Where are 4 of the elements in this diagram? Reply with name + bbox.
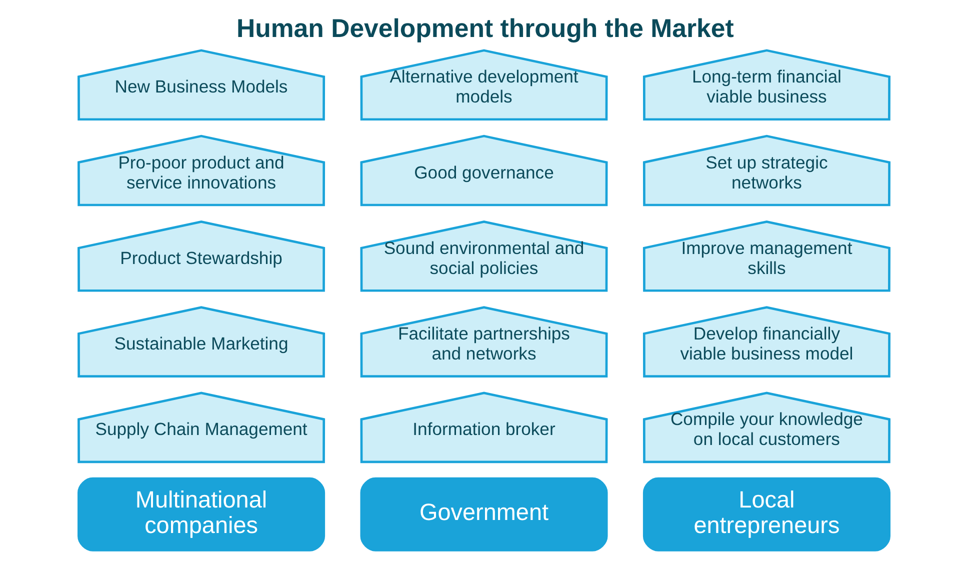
- node-box: Local entrepreneurs: [642, 477, 890, 552]
- diagram-title: Human Development through the Market: [236, 15, 734, 44]
- node-box: Government: [360, 477, 608, 552]
- node-box: Multinational companies: [77, 477, 325, 552]
